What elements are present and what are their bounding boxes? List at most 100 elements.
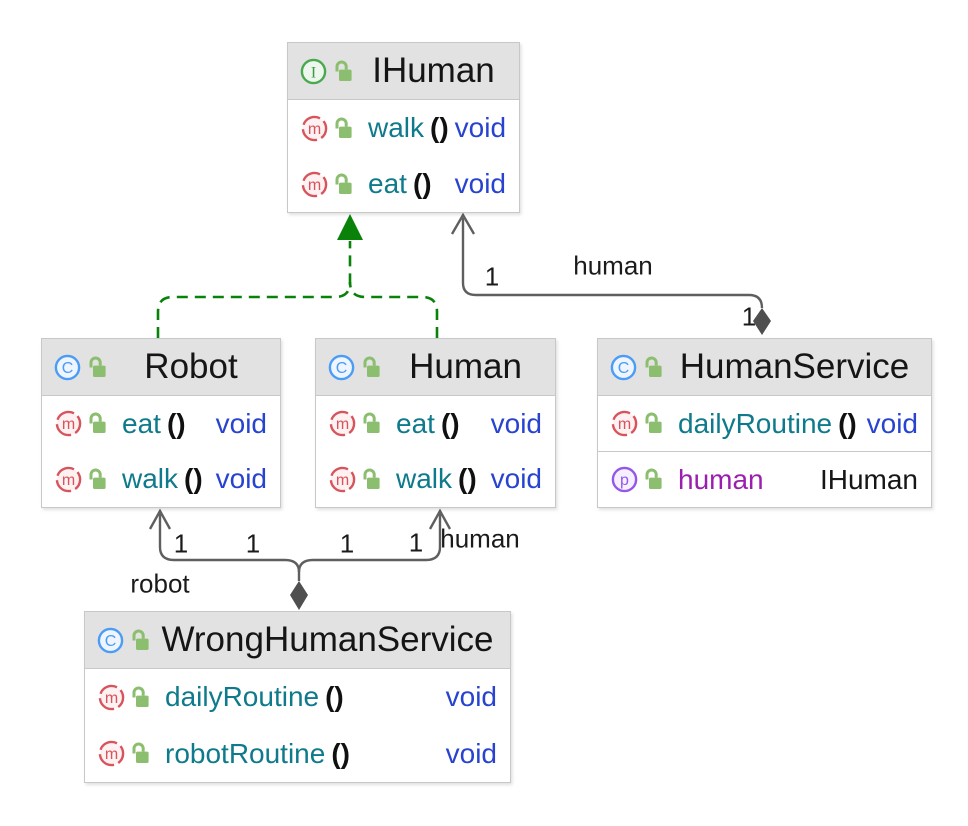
member-row: m walk () void xyxy=(42,452,280,508)
class-header: C WrongHumanService xyxy=(85,612,510,669)
class-members: m dailyRoutine () void m robotRoutine () xyxy=(85,669,510,782)
method-params: () xyxy=(412,168,432,199)
class-header: C Robot xyxy=(42,339,280,396)
icon-letter: m xyxy=(62,416,75,433)
method-params: () xyxy=(458,463,477,495)
method-icon: m xyxy=(301,115,328,142)
member-type: void xyxy=(445,737,497,769)
icon-letter: C xyxy=(618,360,630,377)
class-node-robot[interactable]: C Robot m eat () void xyxy=(41,338,281,508)
realization-edge-robot-ihuman xyxy=(156,241,352,338)
multiplicity-label: 1 xyxy=(173,528,189,559)
multiplicity-label: 1 xyxy=(245,528,261,559)
icon-letter: I xyxy=(311,64,316,81)
icon-letter: C xyxy=(62,360,74,377)
member-type: void xyxy=(866,407,918,439)
unlocked-padlock-icon xyxy=(131,686,150,709)
member-type: IHuman xyxy=(819,463,918,495)
icon-letter: m xyxy=(336,472,349,489)
multiplicity-label: 1 xyxy=(484,261,500,292)
method-params: () xyxy=(838,407,857,439)
class-icon: C xyxy=(97,627,124,654)
aggregation-edge-humanservice-ihuman xyxy=(450,212,771,335)
aggregation-diamond xyxy=(290,581,308,610)
unlocked-padlock-icon xyxy=(88,356,107,379)
method-name: dailyRoutine xyxy=(678,407,833,439)
icon-letter: m xyxy=(105,746,118,763)
class-header: I IHuman xyxy=(288,43,519,100)
method-name: dailyRoutine xyxy=(165,681,320,713)
class-node-wronghumanservice[interactable]: C WrongHumanService m dailyRoutine () vo… xyxy=(84,611,511,783)
method-icon: m xyxy=(55,466,82,493)
aggregation-diamond xyxy=(753,308,771,335)
class-members: m dailyRoutine () void p human xyxy=(598,396,931,507)
multiplicity-label: 1 xyxy=(339,528,355,559)
method-icon: m xyxy=(329,466,356,493)
multiplicity-label: 1 xyxy=(741,301,757,332)
method-params: () xyxy=(430,112,449,143)
member-type: void xyxy=(454,112,507,143)
member-type: void xyxy=(454,168,506,199)
icon-letter: m xyxy=(62,472,75,489)
method-name: walk xyxy=(122,463,179,495)
unlocked-padlock-icon xyxy=(88,468,107,491)
association-name-label: human xyxy=(573,250,653,281)
unlocked-padlock-icon xyxy=(131,629,150,652)
class-icon: C xyxy=(610,354,637,381)
member-row: m eat () void xyxy=(42,396,280,452)
method-name: eat xyxy=(122,407,161,439)
method-icon: m xyxy=(55,410,82,437)
unlocked-padlock-icon xyxy=(334,60,353,83)
member-type: void xyxy=(215,407,267,439)
method-name: eat xyxy=(396,407,435,439)
icon-letter: C xyxy=(105,633,117,650)
class-name: WrongHumanService xyxy=(161,620,494,659)
unlocked-padlock-icon xyxy=(644,468,663,491)
class-node-humanservice[interactable]: C HumanService m dailyRoutine () void xyxy=(597,338,932,508)
class-header: C HumanService xyxy=(598,339,931,396)
association-name-label: robot xyxy=(130,568,190,599)
aggregation-edge-wrongservice-robot xyxy=(148,508,301,581)
member-row: m dailyRoutine () void xyxy=(598,396,931,451)
method-icon: m xyxy=(329,410,356,437)
method-icon: m xyxy=(301,171,328,198)
class-name: Human xyxy=(409,347,522,386)
association-name-label: human xyxy=(440,523,520,554)
property-name: human xyxy=(678,463,764,495)
icon-letter: m xyxy=(308,121,321,138)
class-node-human[interactable]: C Human m eat () void xyxy=(315,338,556,508)
property-icon: p xyxy=(611,466,638,493)
member-row: m walk () void xyxy=(288,100,519,156)
method-params: () xyxy=(166,407,186,439)
class-node-ihuman[interactable]: I IHuman m walk () void xyxy=(287,42,520,213)
unlocked-padlock-icon xyxy=(334,117,353,140)
class-name: IHuman xyxy=(372,51,495,90)
member-row: m walk () void xyxy=(316,452,555,508)
unlocked-padlock-icon xyxy=(644,356,663,379)
icon-letter: p xyxy=(620,472,629,489)
interface-icon: I xyxy=(300,58,327,85)
unlocked-padlock-icon xyxy=(644,412,663,435)
unlocked-padlock-icon xyxy=(362,412,381,435)
unlocked-padlock-icon xyxy=(334,173,353,196)
multiplicity-label: 1 xyxy=(408,527,424,558)
method-name: robotRoutine xyxy=(165,737,326,769)
method-params: () xyxy=(325,681,344,713)
icon-letter: m xyxy=(308,177,321,194)
member-row: p human IHuman xyxy=(598,451,931,507)
method-params: () xyxy=(331,737,350,769)
method-name: walk xyxy=(396,463,453,495)
unlocked-padlock-icon xyxy=(88,412,107,435)
icon-letter: m xyxy=(105,690,118,707)
method-icon: m xyxy=(611,410,638,437)
member-type: void xyxy=(490,407,542,439)
member-type: void xyxy=(215,463,267,495)
method-icon: m xyxy=(98,684,125,711)
member-type: void xyxy=(445,681,497,713)
unlocked-padlock-icon xyxy=(131,742,150,765)
class-members: m walk () void m eat () void xyxy=(288,100,519,212)
member-row: m eat () void xyxy=(288,156,519,212)
class-header: C Human xyxy=(316,339,555,396)
